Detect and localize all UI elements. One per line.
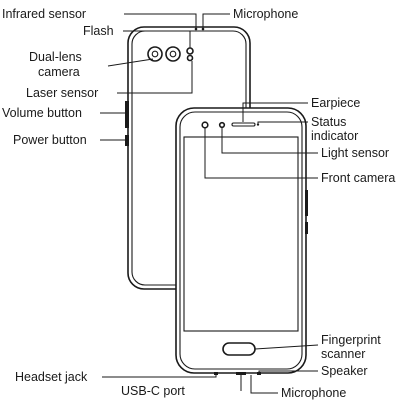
fingerprint-scanner-shape	[222, 342, 256, 356]
leader-lines	[100, 13, 319, 394]
front-right-button-upper	[305, 190, 308, 216]
leader-dual-lens-camera	[107, 58, 154, 67]
light-sensor-shape	[218, 121, 226, 129]
labels: Infrared sensor Microphone Flash Dual-le…	[2, 7, 395, 400]
label-fingerprint-scanner-line1: Fingerprint	[321, 333, 381, 347]
power-button-shape	[125, 135, 129, 146]
label-speaker: Speaker	[321, 364, 368, 378]
leader-light-sensor	[221, 127, 318, 154]
front-phone-body	[175, 107, 307, 374]
label-microphone-top: Microphone	[233, 7, 298, 21]
leader-flash	[123, 30, 191, 48]
leader-fingerprint-scanner	[254, 344, 319, 350]
leader-earpiece	[242, 102, 308, 122]
front-screen	[183, 136, 299, 332]
leader-laser-sensor	[117, 61, 193, 94]
leader-microphone-bottom	[250, 375, 278, 394]
label-light-sensor: Light sensor	[321, 146, 389, 160]
label-microphone-bottom: Microphone	[281, 386, 346, 400]
leader-status-indicator	[257, 121, 308, 123]
front-phone-inner-edge	[179, 111, 303, 370]
camera-lens-right-inner	[169, 50, 177, 58]
leader-microphone-top	[202, 13, 230, 28]
front-phone	[175, 107, 308, 375]
headset-jack-shape	[214, 372, 218, 375]
camera-lens-left-inner	[151, 50, 159, 58]
label-earpiece: Earpiece	[311, 96, 360, 110]
label-status-indicator-line1: Status	[311, 115, 346, 129]
laser-sensor-shape	[186, 54, 194, 62]
volume-button-shape	[125, 101, 129, 128]
label-front-camera: Front camera	[321, 171, 395, 185]
earpiece-shape	[231, 122, 256, 127]
label-infrared-sensor: Infrared sensor	[2, 7, 86, 21]
usb-c-port-shape	[236, 372, 246, 375]
front-camera-shape	[201, 121, 209, 129]
infrared-sensor-dot	[194, 27, 198, 31]
label-volume-button: Volume button	[2, 106, 82, 120]
label-power-button: Power button	[13, 133, 87, 147]
label-headset-jack: Headset jack	[15, 370, 88, 384]
label-fingerprint-scanner-line2: scanner	[321, 347, 365, 361]
leader-front-camera	[204, 128, 318, 179]
leader-headset-jack	[102, 375, 217, 378]
label-flash: Flash	[83, 24, 114, 38]
label-status-indicator-line2: indicator	[311, 129, 358, 143]
flash-shape	[186, 47, 194, 55]
label-dual-lens-camera-line2: camera	[38, 65, 80, 79]
top-microphone-dot	[201, 27, 205, 31]
leader-speaker	[258, 370, 318, 375]
label-usb-c-port: USB-C port	[121, 384, 185, 398]
camera-lens-left	[147, 46, 163, 62]
camera-lens-right	[165, 46, 181, 62]
label-dual-lens-camera-line1: Dual-lens	[29, 50, 82, 64]
leader-infrared-sensor	[124, 13, 197, 28]
front-right-button-lower	[305, 222, 308, 234]
label-laser-sensor: Laser sensor	[26, 86, 98, 100]
status-indicator-shape	[256, 123, 260, 126]
